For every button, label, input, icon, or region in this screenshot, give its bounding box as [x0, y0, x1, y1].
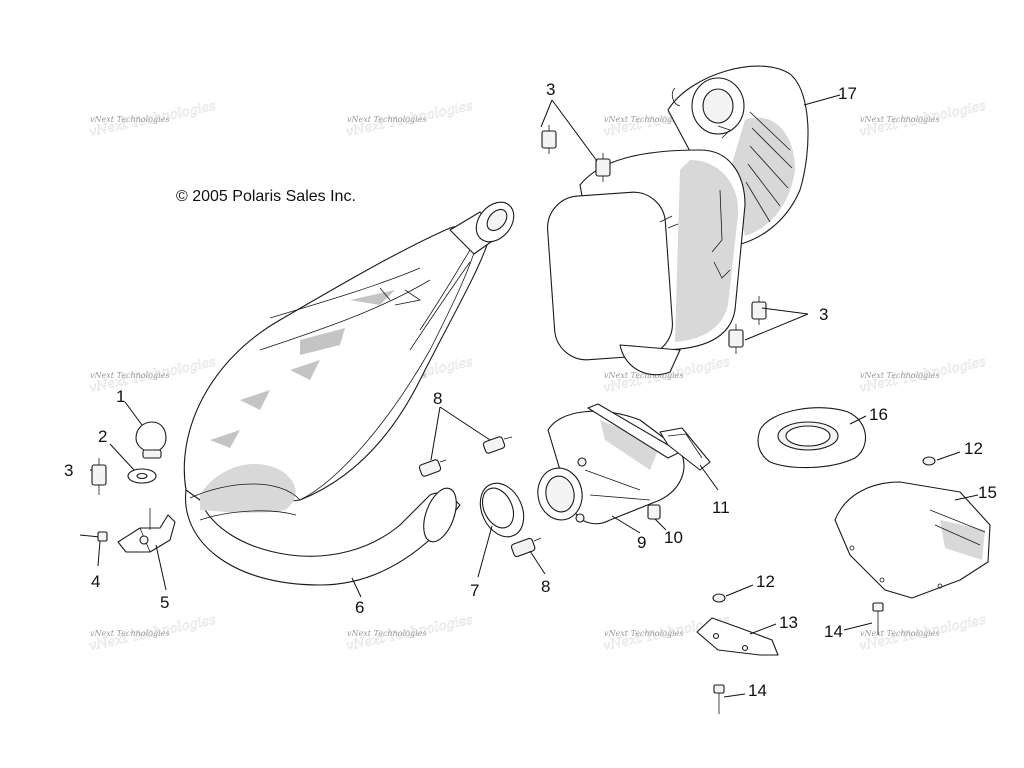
callout-12: 12: [964, 439, 983, 458]
part-3-rubber-mount[interactable]: [541, 125, 557, 154]
watermark-text: vNext Technologies: [90, 371, 169, 380]
callout-3: 3: [64, 461, 73, 480]
watermark: vNext Technologies vNext Technologies: [857, 612, 987, 654]
callout-13: 13: [779, 613, 798, 632]
callout-4: 4: [91, 572, 100, 591]
watermark: vNext Technologies vNext Technologies: [87, 612, 217, 654]
watermark-text: vNext Technologies: [604, 115, 683, 124]
part-16-heat-shield-ring[interactable]: [757, 407, 867, 469]
callout-10: 10: [664, 528, 683, 547]
watermark-text: vNext Technologies: [347, 115, 426, 124]
callout-3: 3: [546, 80, 555, 99]
part-8-spring[interactable]: [418, 459, 447, 477]
callout-16: 16: [869, 405, 888, 424]
watermark-text: vNext Technologies: [90, 629, 169, 638]
callout-3: 3: [819, 305, 828, 324]
callout-6: 6: [355, 598, 364, 617]
part-14-rivet[interactable]: [713, 684, 725, 714]
part-10-spacer[interactable]: [647, 504, 661, 520]
part-17-muffler-can[interactable]: [545, 149, 746, 376]
part-3-rubber-mount[interactable]: [91, 458, 107, 495]
part-17-silencer-housing[interactable]: [667, 65, 809, 249]
callout-8: 8: [433, 389, 442, 408]
part-12-nut[interactable]: [712, 593, 726, 603]
watermark-text: vNext Technologies: [347, 629, 426, 638]
watermark: vNext Technologies vNext Technologies: [857, 98, 987, 140]
watermark-text: vNext Technologies: [860, 371, 939, 380]
part-8-spring[interactable]: [510, 537, 542, 558]
part-12-nut[interactable]: [922, 456, 936, 466]
part-11-gasket[interactable]: [659, 427, 711, 471]
watermark-text: vNext Technologies: [604, 629, 683, 638]
part-14-rivet[interactable]: [872, 602, 884, 635]
callout-1: 1: [116, 387, 125, 406]
part-3-rubber-mount[interactable]: [595, 153, 611, 182]
part-7-seal-ring[interactable]: [472, 476, 532, 544]
part-15-heat-shield[interactable]: [834, 481, 991, 599]
part-5-bracket[interactable]: [117, 508, 176, 553]
watermark: vNext Technologies vNext Technologies: [344, 612, 474, 654]
callout-5: 5: [160, 593, 169, 612]
watermark-text: vNext Technologies: [90, 115, 169, 124]
watermark: vNext Technologies vNext Technologies: [344, 98, 474, 140]
part-8-spring[interactable]: [482, 436, 513, 454]
callout-9: 9: [637, 533, 646, 552]
callout-11: 11: [712, 498, 730, 517]
callout-labels: 3 17 3 1 2 3 4 5 6 7 8 8 9 10 11 16 12 1…: [64, 80, 997, 700]
leader-lines: [90, 94, 979, 698]
part-6-expansion-chamber[interactable]: [183, 195, 521, 586]
callout-14: 14: [748, 681, 767, 700]
callout-17: 17: [838, 84, 857, 103]
callout-8: 8: [541, 577, 550, 596]
part-3-rubber-mount[interactable]: [728, 324, 744, 354]
watermark-text: vNext Technologies: [860, 629, 939, 638]
callout-14: 14: [824, 622, 843, 641]
part-1-grommet[interactable]: [135, 421, 167, 459]
callout-7: 7: [470, 581, 479, 600]
watermark: vNext Technologies vNext Technologies: [87, 354, 217, 396]
part-13-bracket[interactable]: [696, 617, 779, 656]
watermark-text: vNext Technologies: [604, 371, 683, 380]
callout-2: 2: [98, 427, 107, 446]
part-4-bolt[interactable]: [79, 531, 108, 542]
part-9-exhaust-manifold[interactable]: [534, 403, 685, 525]
watermark-text: vNext Technologies: [860, 115, 939, 124]
watermark: vNext Technologies vNext Technologies: [87, 98, 217, 140]
part-3-rubber-mount[interactable]: [751, 296, 767, 325]
copyright-notice: © 2005 Polaris Sales Inc.: [176, 188, 356, 205]
callout-12: 12: [756, 572, 775, 591]
watermark: vNext Technologies vNext Technologies: [857, 354, 987, 396]
callout-15: 15: [978, 483, 997, 502]
part-2-washer[interactable]: [127, 468, 157, 484]
